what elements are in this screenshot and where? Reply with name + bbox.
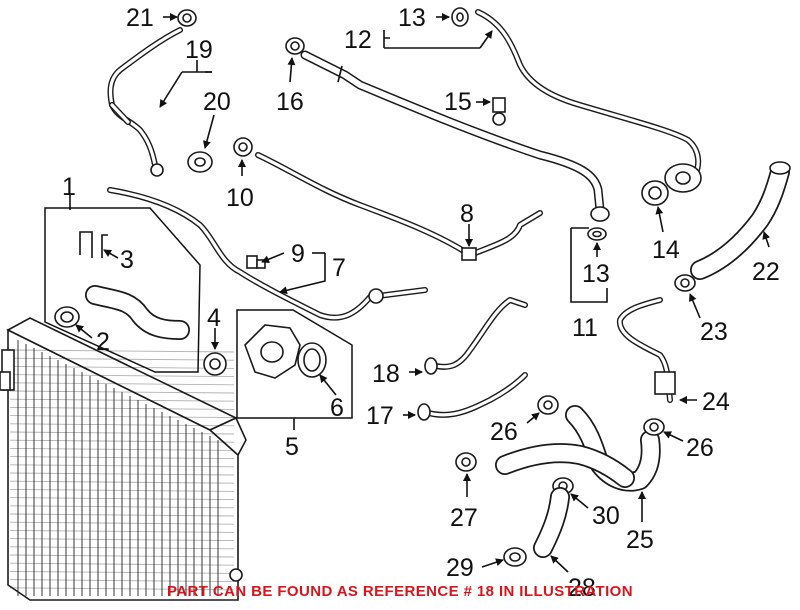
callout-28: 28 <box>568 574 596 602</box>
callout-29: 29 <box>446 554 474 582</box>
callout-30: 30 <box>592 502 620 530</box>
radiator-core-fins <box>9 340 235 596</box>
callout-13-lower: 13 <box>582 260 610 288</box>
seal-part-6 <box>297 342 327 378</box>
seal-part-20 <box>187 151 213 173</box>
callout-13-top: 13 <box>398 4 426 32</box>
callout-18: 18 <box>372 360 400 388</box>
callout-22: 22 <box>752 258 780 286</box>
clamp-part-26-top <box>537 395 559 415</box>
callout-12: 12 <box>344 26 372 54</box>
callout-21: 21 <box>126 4 154 32</box>
callout-9: 9 <box>291 240 305 268</box>
callout-5: 5 <box>285 433 299 461</box>
callout-17: 17 <box>366 402 394 430</box>
box-part-5 <box>236 309 353 419</box>
reference-note: PART CAN BE FOUND AS REFERENCE # 18 IN I… <box>167 583 633 600</box>
flange-part-12 <box>664 163 702 193</box>
callout-23: 23 <box>700 318 728 346</box>
box-part-1 <box>44 207 201 373</box>
pipe-part-18 <box>424 297 528 375</box>
clamp-part-4 <box>203 352 227 376</box>
bracket-part-15 <box>492 97 506 126</box>
thermostat-housing-part-5 <box>244 324 301 379</box>
callout-10: 10 <box>226 184 254 212</box>
callout-6: 6 <box>330 394 344 422</box>
hose-part-19 <box>107 27 183 177</box>
pipe-part-7 <box>107 187 428 321</box>
clamp-part-16 <box>285 37 305 55</box>
hose-part-1 <box>85 285 190 340</box>
hose-part-25 <box>495 405 661 492</box>
radiator <box>0 317 247 601</box>
callout-26-top: 26 <box>490 418 518 446</box>
hose-part-28 <box>533 487 570 558</box>
clip-part-9 <box>246 255 266 269</box>
callout-2: 2 <box>96 328 110 356</box>
clamp-part-21 <box>177 9 197 27</box>
callout-27: 27 <box>450 504 478 532</box>
clamp-part-27 <box>455 452 477 472</box>
clamp-part-29 <box>503 547 527 567</box>
hose-part-11 <box>300 50 610 222</box>
hose-part-22 <box>690 161 791 280</box>
seal-part-14 <box>641 180 669 206</box>
clamp-part-26-right <box>643 418 665 436</box>
pipe-part-24 <box>616 297 676 403</box>
callout-15: 15 <box>444 88 472 116</box>
callout-7: 7 <box>332 254 346 282</box>
callout-labels: 21 19 20 10 16 12 13 15 14 13 11 8 9 7 1… <box>62 4 780 602</box>
callout-3: 3 <box>120 246 134 274</box>
seal-part-2 <box>54 306 80 328</box>
callout-1: 1 <box>62 173 76 201</box>
callout-19: 19 <box>185 36 213 64</box>
callout-25: 25 <box>626 526 654 554</box>
callout-20: 20 <box>203 88 231 116</box>
clamp-part-23 <box>674 274 696 292</box>
seal-part-13-top <box>451 7 469 27</box>
callout-14: 14 <box>652 236 680 264</box>
callout-16: 16 <box>276 88 304 116</box>
pipe-part-8 <box>255 152 543 261</box>
seal-part-13-lower <box>587 227 607 241</box>
hose-part-12 <box>475 9 702 178</box>
callout-11: 11 <box>572 314 598 342</box>
callout-4: 4 <box>207 304 221 332</box>
clamp-part-10 <box>233 137 253 157</box>
callout-8: 8 <box>460 200 474 228</box>
leader-lines <box>69 13 771 573</box>
callout-26-right: 26 <box>686 434 714 462</box>
pipe-part-17 <box>417 372 528 421</box>
clip-part-3 <box>79 231 108 258</box>
callout-24: 24 <box>702 388 730 416</box>
